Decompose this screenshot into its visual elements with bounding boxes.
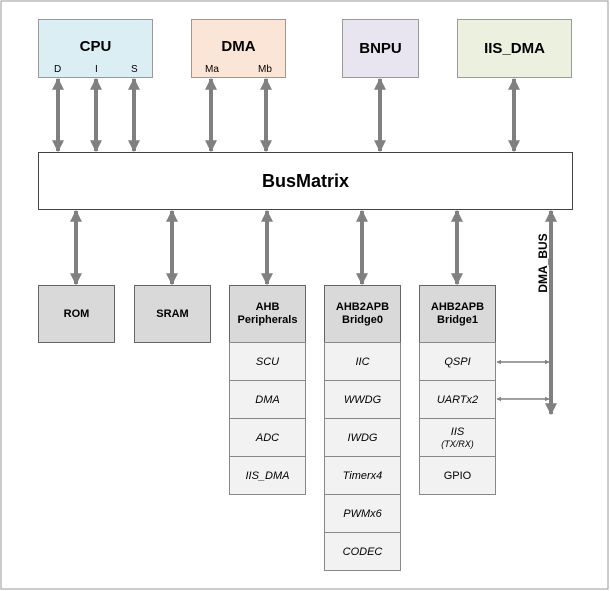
bridge0-item-iic: IIC [324, 342, 401, 381]
dma-bus-text: DMA_BUS [536, 233, 550, 293]
dma-box: DMA Ma Mb [191, 19, 286, 78]
bridge1-item-gpio: GPIO [419, 456, 496, 495]
ahb-peripherals-item-dma: DMA [229, 380, 306, 419]
bridge1-item-qspi: QSPI [419, 342, 496, 381]
bridge0-item-codec: CODEC [324, 532, 401, 571]
ahb-peripherals-header: AHB Peripherals [229, 285, 306, 343]
cpu-port-i: I [95, 64, 98, 75]
bridge0-title-line1: AHB2APB [335, 301, 390, 313]
iis-dma-master-box: IIS_DMA [457, 19, 572, 78]
bridge0-item-timer: Timerx4 [324, 456, 401, 495]
bridge0-item-wwdg: WWDG [324, 380, 401, 419]
dma-port-mb: Mb [258, 64, 272, 75]
cpu-box: CPU D I S [38, 19, 153, 78]
cpu-port-d: D [54, 64, 62, 75]
bridge1-title-line1: AHB2APB [430, 301, 485, 313]
ahb-peripherals-title-line2: Peripherals [237, 314, 298, 326]
sram-title: SRAM [156, 308, 189, 320]
rom-box: ROM [38, 285, 115, 343]
dma-bus-label: DMA_BUS [536, 218, 550, 308]
bridge0-title-line2: Bridge0 [342, 314, 383, 326]
sram-box: SRAM [134, 285, 211, 343]
ahb-peripherals-item-scu: SCU [229, 342, 306, 381]
bridge1-title-line2: Bridge1 [437, 314, 478, 326]
bridge1-item-iis-sublabel: (TX/RX) [441, 438, 474, 449]
bridge0-header: AHB2APB Bridge0 [324, 285, 401, 343]
busmatrix-box: BusMatrix [38, 152, 573, 210]
bridge1-header: AHB2APB Bridge1 [419, 285, 496, 343]
cpu-port-s: S [131, 64, 138, 75]
bnpu-title: BNPU [359, 40, 402, 57]
bridge0-item-iwdg: IWDG [324, 418, 401, 457]
dma-title: DMA [221, 38, 256, 55]
bnpu-box: BNPU [342, 19, 419, 78]
ahb-peripherals-title-line1: AHB [255, 301, 280, 313]
busmatrix-title: BusMatrix [261, 170, 350, 191]
bridge1-item-iis-label: IIS [450, 425, 465, 438]
bridge1-item-uart: UARTx2 [419, 380, 496, 419]
ahb-peripherals-item-adc: ADC [229, 418, 306, 457]
bridge0-item-pwm: PWMx6 [324, 494, 401, 533]
iis-dma-title: IIS_DMA [484, 40, 545, 57]
cpu-title: CPU [79, 38, 112, 55]
rom-title: ROM [63, 308, 90, 320]
ahb-peripherals-item-iis-dma: IIS_DMA [229, 456, 306, 495]
bridge1-item-iis: IIS (TX/RX) [419, 418, 496, 457]
dma-port-ma: Ma [205, 64, 219, 75]
